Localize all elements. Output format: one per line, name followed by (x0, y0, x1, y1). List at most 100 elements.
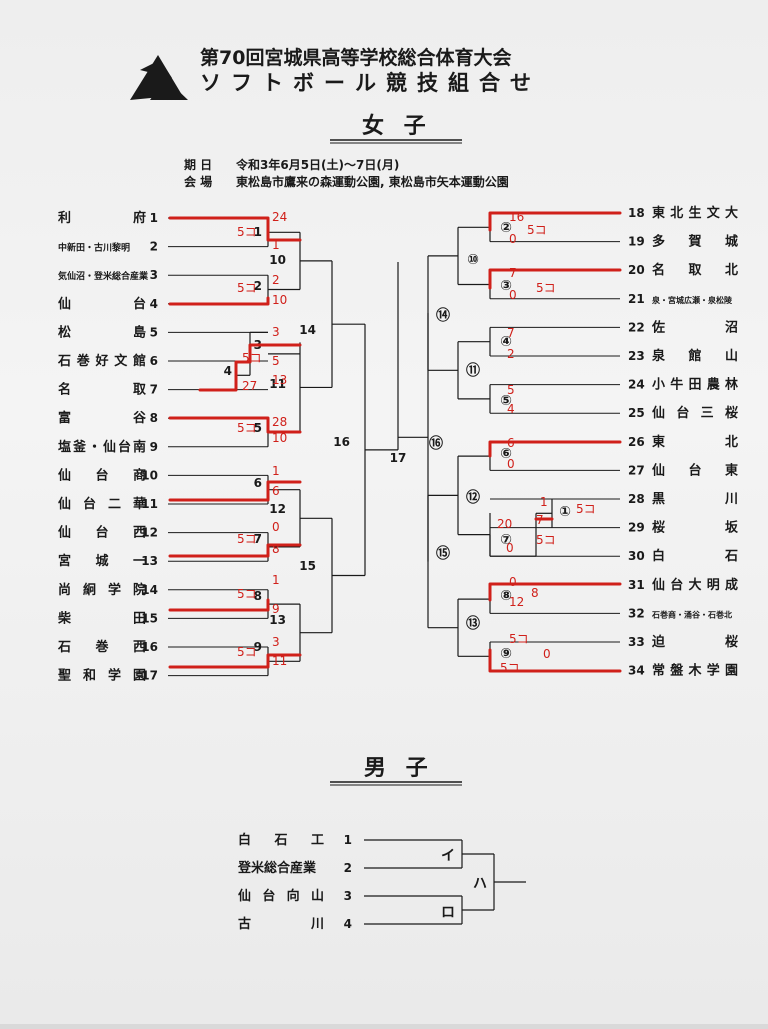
team-number: 21 (628, 292, 645, 306)
winner-path (168, 480, 302, 502)
team-number: 18 (628, 206, 645, 220)
handwritten-score: 10 (272, 431, 287, 445)
handwritten-score: 24 (272, 210, 287, 224)
game-number: 12 (269, 502, 286, 516)
handwritten-score: 0 (509, 575, 517, 589)
winner-path (488, 211, 622, 232)
game-number: ④ (500, 334, 512, 350)
team-number: 2 (150, 240, 158, 254)
game-label: ロ (441, 905, 455, 921)
game-number: 8 (254, 589, 262, 603)
handwritten-score: 7 (507, 326, 515, 340)
team-number: 16 (141, 640, 158, 654)
team-number: 27 (628, 463, 645, 477)
handwritten-score: 5 (507, 383, 515, 397)
game-number: 1 (254, 225, 262, 239)
team-number: 4 (150, 297, 158, 311)
team-name: 中新田・古川黎明 (58, 242, 130, 254)
game-number: 2 (254, 279, 262, 293)
handwritten-score: 5コ (500, 661, 520, 675)
team-name: 石巻好文館 (57, 353, 146, 369)
team-number: 1 (150, 211, 158, 225)
handwritten-score: 0 (506, 541, 514, 555)
winner-path (488, 440, 622, 458)
handwritten-score: 6 (272, 484, 280, 498)
winner-path (168, 653, 302, 669)
team-number: 24 (628, 378, 645, 392)
team-name: 東北生文大 (652, 205, 738, 221)
handwritten-score: 11 (272, 654, 287, 668)
handwritten-score: 5コ (527, 223, 547, 237)
game-number: 4 (224, 364, 232, 378)
handwritten-score: 0 (507, 457, 515, 471)
team-name: 迫 桜 (651, 634, 738, 650)
team-name: 気仙沼・登米総合産業 (58, 270, 149, 282)
winner-path (488, 268, 622, 290)
team-number: 5 (150, 325, 158, 339)
winner-path (488, 582, 622, 602)
team-name: 小牛田農林 (652, 377, 738, 393)
game-label: イ (441, 848, 455, 864)
handwritten-score: 12 (509, 595, 524, 609)
game-number: ⑫ (466, 489, 480, 506)
team-name: 黒 川 (652, 491, 738, 507)
handwritten-score: 5コ (242, 351, 262, 365)
team-number: 32 (628, 606, 645, 620)
handwritten-score: 3 (272, 325, 280, 339)
team-name: 桜 坂 (652, 520, 739, 536)
team-name: 泉 館 山 (652, 348, 738, 364)
final-game-number: 17 (390, 451, 407, 465)
handwritten-score: 5コ (237, 587, 257, 601)
game-number: ⑭ (436, 307, 450, 324)
team-number: 34 (628, 664, 645, 678)
game-number: ⑮ (436, 545, 450, 562)
venue-label: 会 場 (184, 174, 212, 189)
handwritten-score: 5コ (237, 532, 257, 546)
game-number: ⑥ (500, 446, 512, 462)
date-value: 令和3年6月5日(土)〜7日(月) (235, 157, 399, 172)
team-name: 仙 台 西 (58, 525, 146, 541)
game-label: ハ (473, 876, 487, 892)
team-name: 仙台向山 (238, 888, 324, 904)
team-name: 仙 台 東 (652, 462, 738, 478)
handwritten-score: 5コ (509, 632, 529, 646)
team-number: 3 (344, 889, 352, 903)
handwritten-score: 0 (509, 288, 517, 302)
winner-path (168, 543, 302, 558)
handwritten-score: 5コ (237, 421, 257, 435)
winner-path (168, 216, 302, 242)
team-name: 松 島 (58, 324, 146, 340)
team-number: 9 (150, 440, 158, 454)
winner-path (168, 296, 270, 306)
team-number: 19 (628, 235, 645, 249)
team-name: 古 川 (238, 916, 324, 932)
title-line-2: ソフトボール競技組合せ (200, 71, 541, 95)
handwritten-score: 0 (272, 520, 280, 534)
handwritten-score: 27 (242, 379, 257, 393)
handwritten-score: 5コ (576, 502, 596, 516)
handwritten-score: 0 (509, 232, 517, 246)
team-number: 22 (628, 320, 645, 334)
winner-path (168, 598, 270, 612)
team-name: 石 巻 西 (57, 639, 146, 655)
game-number: 15 (299, 559, 316, 573)
game-number: 6 (254, 476, 262, 490)
team-name: 聖 和 学 園 (58, 668, 146, 684)
handwritten-score: 1 (272, 573, 280, 587)
game-number: 11 (269, 377, 286, 391)
team-name: 仙 台 商 (58, 467, 146, 483)
date-label: 期 日 (184, 157, 212, 172)
team-number: 23 (628, 349, 645, 363)
game-number: 7 (254, 532, 262, 546)
game-number: ⑯ (429, 435, 443, 452)
team-number: 8 (150, 411, 158, 425)
team-name: 石巻商・涌谷・石巻北 (651, 609, 732, 619)
winner-path (488, 648, 622, 673)
handwritten-score: 1 (272, 464, 280, 478)
women-heading: 女 子 (362, 113, 432, 139)
team-number: 33 (628, 635, 645, 649)
game-number: ⑤ (500, 393, 512, 409)
team-number: 13 (141, 554, 158, 568)
game-number: ⑦ (500, 532, 512, 548)
